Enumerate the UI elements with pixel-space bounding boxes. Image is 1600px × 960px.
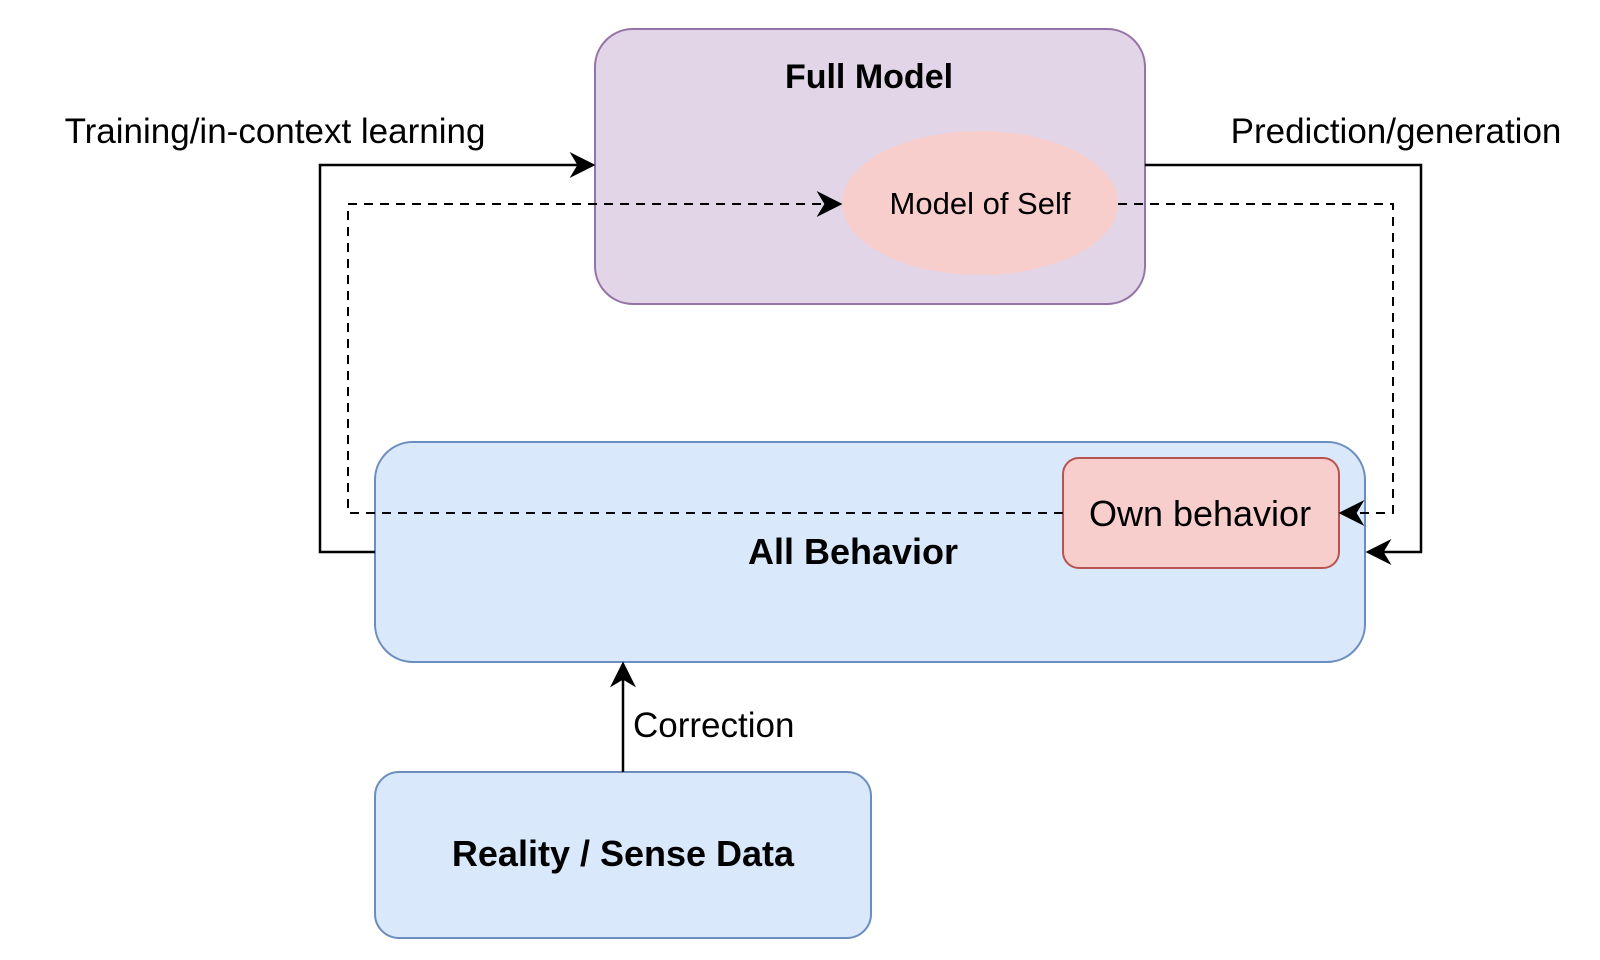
self-prediction-dashed-connector[interactable] — [1118, 203, 1394, 526]
self-training-dashed-connector[interactable] — [347, 191, 1063, 514]
own-behavior-label: Own behavior — [1089, 493, 1311, 534]
reality-sense-data-label: Reality / Sense Data — [452, 833, 795, 874]
full-model-label: Full Model — [785, 58, 953, 96]
model-of-self-ellipse[interactable] — [842, 131, 1118, 275]
correction-label: Correction — [633, 706, 794, 745]
all-behavior-label: All Behavior — [748, 531, 958, 572]
training-label: Training/in-context learning — [65, 112, 486, 151]
prediction-label: Prediction/generation — [1231, 112, 1562, 151]
prediction-connector[interactable] — [1145, 163, 1423, 565]
model-of-self-label: Model of Self — [890, 186, 1071, 221]
training-connector[interactable] — [318, 152, 596, 554]
